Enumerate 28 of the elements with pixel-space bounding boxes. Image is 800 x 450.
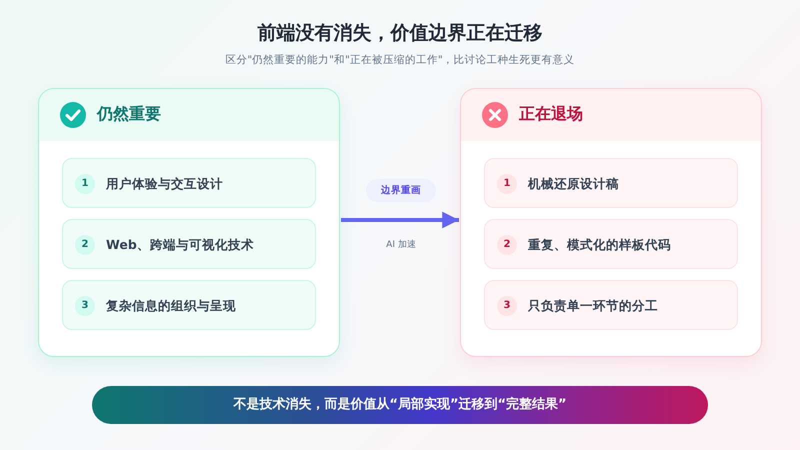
edge-label: 边界重画 xyxy=(366,179,436,202)
number-badge: 1 xyxy=(497,174,517,194)
list-item xyxy=(62,280,316,330)
item-text: 复杂信息的组织与呈现 xyxy=(106,297,236,315)
arrow xyxy=(341,212,459,228)
list-item xyxy=(484,158,738,208)
number-badge: 2 xyxy=(497,235,517,255)
number-badge: 3 xyxy=(497,296,517,316)
item-text: 机械还原设计稿 xyxy=(528,175,619,193)
card-heading: 仍然重要 xyxy=(97,103,161,125)
number-badge: 2 xyxy=(75,235,95,255)
number-badge: 1 xyxy=(75,174,95,194)
list-item xyxy=(62,158,316,208)
list-item xyxy=(62,219,316,269)
item-text: 重复、模式化的样板代码 xyxy=(528,236,671,254)
list-item xyxy=(484,219,738,269)
subtitle: 区分"仍然重要的能力"和"正在被压缩的工作"，比讨论工种生死更有意义 xyxy=(224,53,576,68)
arrow-caption: AI 加速 xyxy=(385,238,417,252)
title: 前端没有消失，价值边界正在迁移 xyxy=(256,21,544,46)
card-heading: 正在退场 xyxy=(519,103,583,125)
card-panel xyxy=(38,88,340,357)
number-badge: 3 xyxy=(75,296,95,316)
summary-banner: 不是技术消失，而是价值从“局部实现”迁移到“完整结果” xyxy=(92,386,708,424)
list-item xyxy=(484,280,738,330)
item-text: Web、跨端与可视化技术 xyxy=(106,236,254,254)
item-text: 只负责单一环节的分工 xyxy=(528,297,658,315)
item-text: 用户体验与交互设计 xyxy=(106,175,223,193)
card-panel xyxy=(460,88,762,357)
